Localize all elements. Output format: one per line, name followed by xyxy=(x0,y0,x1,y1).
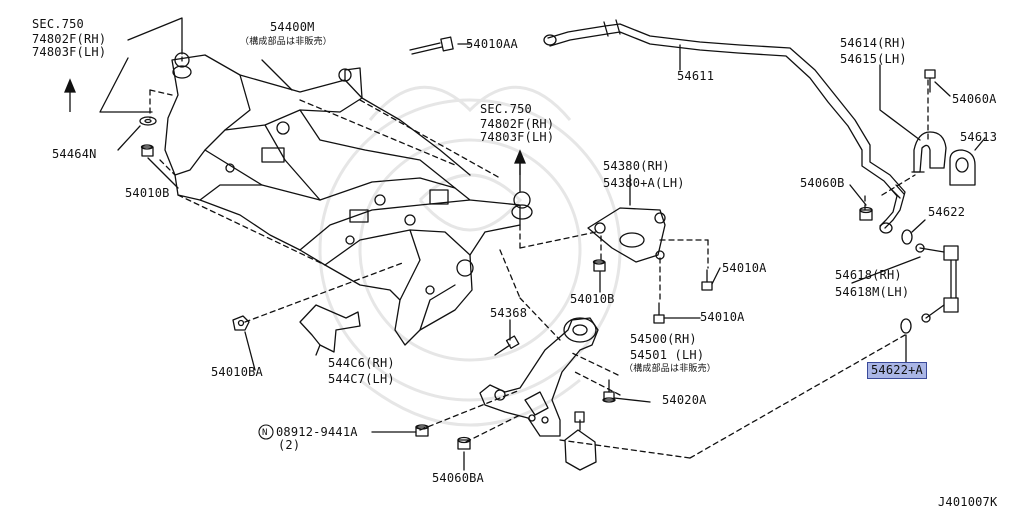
part-54622A-highlighted[interactable]: 54622+A xyxy=(867,362,927,379)
part-54020A[interactable]: 54020A xyxy=(662,393,707,407)
nut-54010BA xyxy=(232,315,250,331)
bolt-54010AA xyxy=(409,36,471,55)
front-suspension-member xyxy=(164,52,533,346)
sec750-left-leader xyxy=(99,17,183,113)
part-54400M-note: （構成部品は非販売） xyxy=(240,37,333,47)
bushing-54613 xyxy=(949,137,986,186)
washer-54622 xyxy=(901,219,926,245)
part-54368[interactable]: 54368 xyxy=(490,306,528,320)
part-54060BA[interactable]: 54060BA xyxy=(432,471,484,485)
part-54618[interactable]: 54618(RH) xyxy=(835,268,902,282)
sec750-left-label[interactable]: SEC.750 xyxy=(32,17,84,31)
stabilizer-leaders xyxy=(679,44,921,141)
part-54380A[interactable]: 54380+A(LH) xyxy=(603,176,685,190)
bolt-54060A xyxy=(924,69,951,97)
stabilizer-bar-54611 xyxy=(543,19,906,234)
nut-54060BA xyxy=(457,436,471,450)
circled-n-icon xyxy=(258,424,274,440)
lower-arm-54500 xyxy=(479,317,599,471)
part-54611[interactable]: 54611 xyxy=(677,69,715,83)
bolt-54010A-1 xyxy=(701,269,713,291)
part-54380[interactable]: 54380(RH) xyxy=(603,159,670,173)
part-54010A-2[interactable]: 54010A xyxy=(700,310,745,324)
sec750-mid-label[interactable]: SEC.750 xyxy=(480,102,532,116)
part-54010BA[interactable]: 54010BA xyxy=(211,365,263,379)
part-54060B[interactable]: 54060B xyxy=(800,176,845,190)
part-54010B-mid[interactable]: 54010B xyxy=(570,292,615,306)
nut-54010B-mid xyxy=(592,259,606,272)
stabilizer-link-54618 xyxy=(915,243,959,323)
part-08912-9441A[interactable]: 08912-9441A xyxy=(276,425,358,439)
nut-54010B-left xyxy=(140,144,154,157)
part-54400M[interactable]: 54400M xyxy=(270,20,315,34)
part-54010B-left[interactable]: 54010B xyxy=(125,186,170,200)
bracket-54614 xyxy=(911,131,947,173)
part-54500-note: （構成部品は非販売） xyxy=(624,364,717,374)
part-54622[interactable]: 54622 xyxy=(928,205,966,219)
part-54501[interactable]: 54501 (LH) xyxy=(630,348,705,362)
washer-54622A xyxy=(900,318,912,363)
diagram-code: J401007K xyxy=(938,495,998,509)
sec750-mid-lh[interactable]: 74803F(LH) xyxy=(480,130,555,144)
part-54618M[interactable]: 54618M(LH) xyxy=(835,285,910,299)
sec750-mid-rh[interactable]: 74802F(RH) xyxy=(480,117,555,131)
part-54500[interactable]: 54500(RH) xyxy=(630,332,697,346)
part-544C6[interactable]: 544C6(RH) xyxy=(328,356,395,370)
part-544C7[interactable]: 544C7(LH) xyxy=(328,372,395,386)
arrow-up-icon xyxy=(514,149,526,175)
sec750-left-lh[interactable]: 74803F(LH) xyxy=(32,45,107,59)
part-54010AA[interactable]: 54010AA xyxy=(466,37,518,51)
part-54010A-1[interactable]: 54010A xyxy=(722,261,767,275)
arrow-up-icon xyxy=(64,78,76,112)
part-54464N[interactable]: 54464N xyxy=(52,147,97,161)
label-leaders xyxy=(117,59,921,471)
bracket-544C6 xyxy=(299,304,361,353)
nut-08912-9441A xyxy=(415,424,429,437)
sec750-left-rh[interactable]: 74802F(RH) xyxy=(32,32,107,46)
part-54615[interactable]: 54615(LH) xyxy=(840,52,907,66)
upper-link-54380 xyxy=(587,207,666,263)
washer-54464N xyxy=(139,116,157,126)
part-54614[interactable]: 54614(RH) xyxy=(840,36,907,50)
bolt-54020A xyxy=(602,379,616,403)
circled-n-label: N xyxy=(262,428,268,438)
nut-54060B xyxy=(849,184,873,221)
subframe-dashed-leaders xyxy=(149,79,929,459)
bolt-54010A-2 xyxy=(653,302,665,324)
part-54060A[interactable]: 54060A xyxy=(952,92,997,106)
part-54613[interactable]: 54613 xyxy=(960,130,998,144)
part-08912-qty: (2) xyxy=(278,438,301,452)
